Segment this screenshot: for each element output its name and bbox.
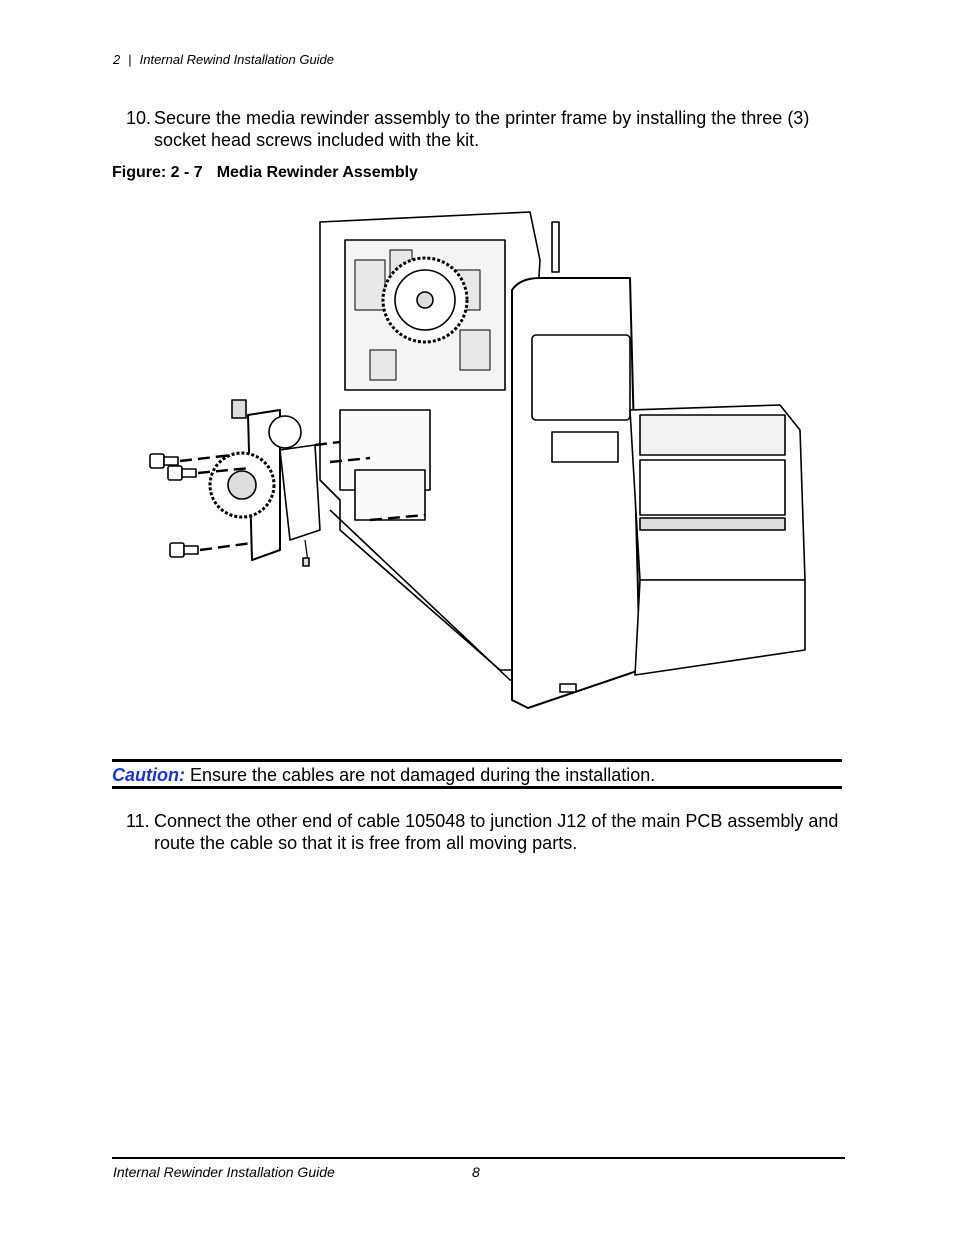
step-number: 10.: [126, 108, 152, 128]
header-page-number: 2: [113, 52, 121, 67]
step-text: Connect the other end of cable 105048 to…: [154, 811, 839, 853]
step-text: Secure the media rewinder assembly to th…: [154, 108, 810, 150]
step-10: 10. Secure the media rewinder assembly t…: [126, 107, 846, 151]
header-separator: |: [128, 52, 132, 67]
footer-rule: [112, 1157, 845, 1159]
figure-title: Media Rewinder Assembly: [216, 164, 418, 181]
footer-page-number: 8: [472, 1164, 480, 1180]
printer-rewinder-illustration: [149, 211, 806, 709]
header-title: Internal Rewind Installation Guide: [139, 52, 335, 67]
caution-label: Caution:: [112, 765, 185, 785]
caution-box: Caution: Ensure the cables are not damag…: [112, 759, 842, 789]
caution-text: Ensure the cables are not damaged during…: [190, 765, 656, 785]
figure-caption: Figure: 2 - 7 Media Rewinder Assembly: [112, 164, 418, 182]
figure-label: Figure: 2 - 7: [112, 164, 203, 181]
step-number: 11.: [126, 811, 150, 831]
step-11: 11. Connect the other end of cable 10504…: [126, 810, 846, 854]
footer-title: Internal Rewinder Installation Guide: [113, 1164, 335, 1180]
page-header: 2 | Internal Rewind Installation Guide: [113, 52, 334, 67]
